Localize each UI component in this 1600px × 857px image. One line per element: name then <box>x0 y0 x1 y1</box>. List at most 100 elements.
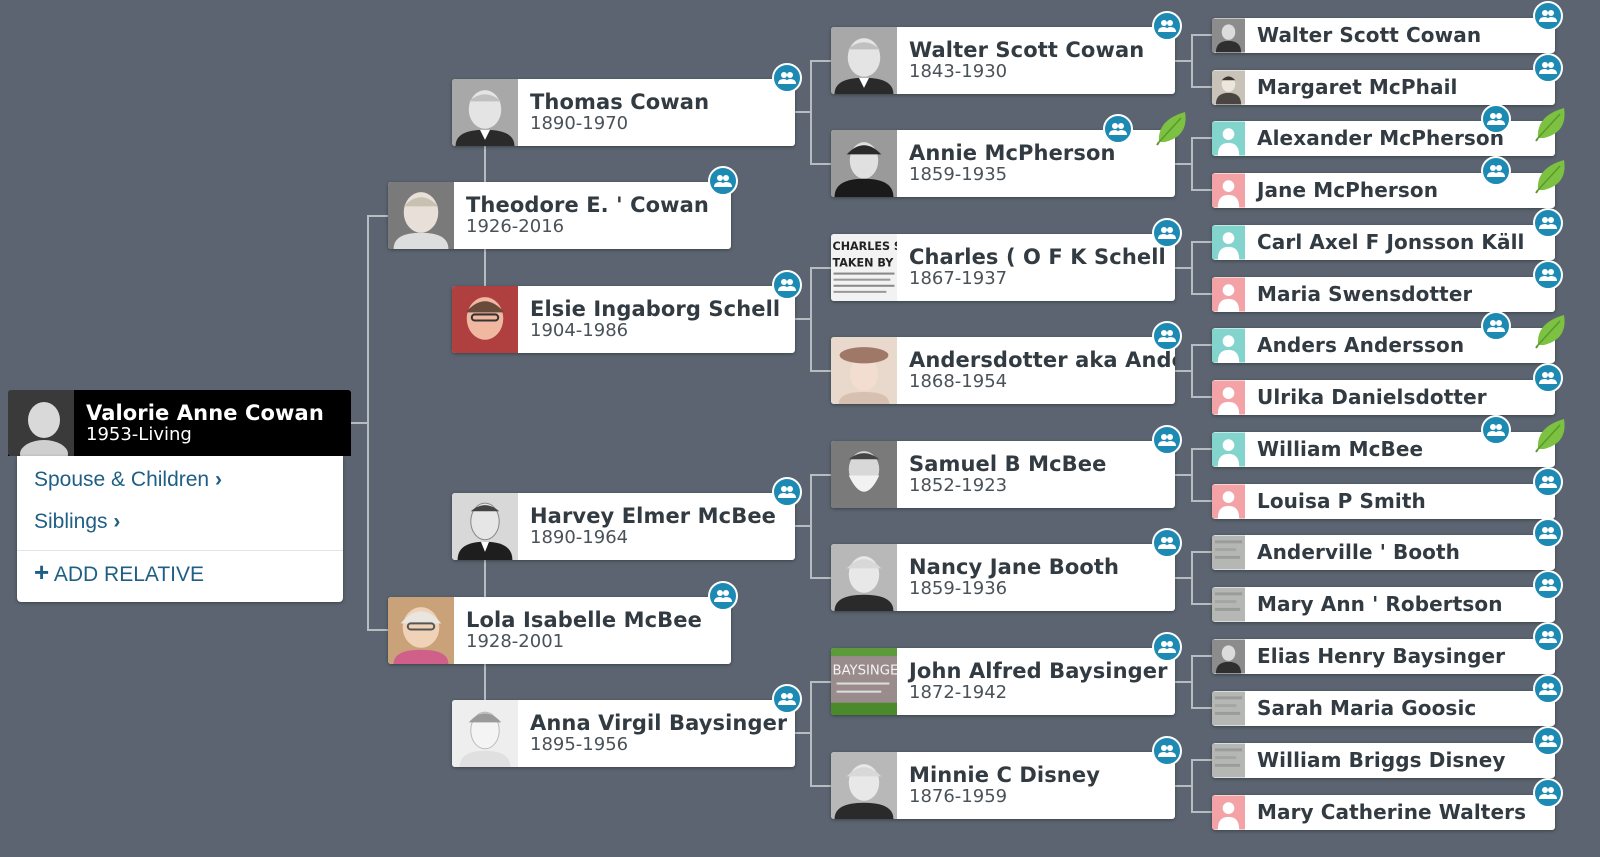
family-group-icon[interactable] <box>1533 674 1563 704</box>
person-dates: 1867-1937 <box>909 268 1008 290</box>
family-group-icon[interactable] <box>1103 114 1133 144</box>
family-group-icon[interactable] <box>1533 622 1563 652</box>
siblings-link[interactable]: Siblings › <box>34 510 120 534</box>
person-dates: 1926-2016 <box>466 216 565 238</box>
root-person-card[interactable]: Valorie Anne Cowan 1953-Living <box>8 390 351 456</box>
family-group-icon[interactable] <box>708 166 738 196</box>
person-name: Anderville ' Booth <box>1257 541 1461 564</box>
leaf-hint-icon[interactable] <box>1534 158 1568 194</box>
family-group-icon[interactable] <box>1152 528 1182 558</box>
svg-text:CHARLES SCHELL: CHARLES SCHELL <box>833 240 897 253</box>
leaf-hint-icon[interactable] <box>1534 417 1568 453</box>
person-name: Elsie Ingaborg Schell <box>530 297 781 322</box>
person-card[interactable]: Margaret McPhail <box>1212 53 1563 105</box>
family-group-icon[interactable] <box>1533 570 1563 600</box>
person-name: Harvey Elmer McBee <box>530 504 777 529</box>
svg-text:TAKEN BY DEATH: TAKEN BY DEATH <box>833 256 897 269</box>
person-card[interactable]: CHARLES SCHELLTAKEN BY DEATHCharles ( O … <box>831 218 1182 301</box>
family-group-icon[interactable] <box>1481 156 1511 186</box>
family-group-icon[interactable] <box>1152 218 1182 248</box>
divider <box>17 550 343 551</box>
person-card[interactable]: Walter Scott Cowan <box>1212 1 1563 53</box>
family-group-icon[interactable] <box>708 581 738 611</box>
family-group-icon[interactable] <box>1152 321 1182 351</box>
leaf-hint-icon[interactable] <box>1534 313 1568 349</box>
person-dates: 1876-1959 <box>909 786 1008 808</box>
person-card[interactable]: Alexander McPherson <box>1212 104 1565 156</box>
female-silhouette-icon <box>1212 173 1245 208</box>
family-group-icon[interactable] <box>1152 632 1182 662</box>
leaf-hint-icon[interactable] <box>1534 106 1568 142</box>
person-card[interactable]: Carl Axel F Jonsson Käll <box>1212 208 1563 260</box>
family-group-icon[interactable] <box>772 270 802 300</box>
person-dates: 1843-1930 <box>909 61 1008 83</box>
person-name: Louisa P Smith <box>1257 490 1426 513</box>
person-card[interactable]: William Briggs Disney <box>1212 726 1563 778</box>
family-group-icon[interactable] <box>1481 311 1511 341</box>
person-name: Maria Swensdotter <box>1257 283 1473 306</box>
family-group-icon[interactable] <box>1533 208 1563 238</box>
person-dates: 1904-1986 <box>530 320 629 342</box>
person-card[interactable]: Maria Swensdotter <box>1212 260 1563 312</box>
family-group-icon[interactable] <box>772 684 802 714</box>
person-card[interactable]: Mary Catherine Walters <box>1212 778 1563 830</box>
male-silhouette-icon <box>1212 432 1245 467</box>
family-group-icon[interactable] <box>1533 726 1563 756</box>
family-group-icon[interactable] <box>1533 467 1563 497</box>
leaf-hint-icon[interactable] <box>1155 110 1189 146</box>
person-card[interactable]: William McBee <box>1212 415 1565 467</box>
family-group-icon[interactable] <box>1533 1 1563 31</box>
person-card[interactable]: Ulrika Danielsdotter <box>1212 363 1563 415</box>
family-group-icon[interactable] <box>772 63 802 93</box>
person-name: Mary Catherine Walters <box>1257 801 1527 824</box>
person-card[interactable]: Louisa P Smith <box>1212 467 1563 519</box>
person-dates: 1859-1935 <box>909 164 1008 186</box>
family-group-icon[interactable] <box>1152 425 1182 455</box>
family-group-icon[interactable] <box>772 477 802 507</box>
svg-text:BAYSINGER: BAYSINGER <box>833 663 897 678</box>
family-group-icon[interactable] <box>1152 11 1182 41</box>
person-card[interactable]: Sarah Maria Goosic <box>1212 674 1563 726</box>
spouse-children-label: Spouse & Children <box>34 468 210 491</box>
add-relative-button[interactable]: + ADD RELATIVE <box>34 559 204 587</box>
person-name: Anders Andersson <box>1257 334 1465 357</box>
person-photo <box>1212 535 1245 570</box>
family-group-icon[interactable] <box>1533 363 1563 393</box>
person-name: Minnie C Disney <box>909 763 1100 788</box>
spouse-children-link[interactable]: Spouse & Children › <box>34 468 222 492</box>
person-photo <box>8 390 74 456</box>
person-card[interactable]: Mary Ann ' Robertson <box>1212 570 1563 622</box>
person-name: Walter Scott Cowan <box>1257 24 1482 47</box>
person-name: Carl Axel F Jonsson Käll <box>1257 231 1525 254</box>
person-card[interactable]: Elias Henry Baysinger <box>1212 622 1563 674</box>
person-card[interactable]: Anders Andersson <box>1212 311 1565 363</box>
person-photo <box>831 752 897 819</box>
family-group-icon[interactable] <box>1481 415 1511 445</box>
person-card[interactable]: Anderville ' Booth <box>1212 518 1563 570</box>
person-dates: 1868-1954 <box>909 371 1008 393</box>
family-group-icon[interactable] <box>1533 53 1563 83</box>
family-group-icon[interactable] <box>1152 736 1182 766</box>
family-group-icon[interactable] <box>1533 518 1563 548</box>
person-dates: 1859-1936 <box>909 578 1008 600</box>
family-group-icon[interactable] <box>1533 778 1563 808</box>
person-photo <box>452 79 518 146</box>
family-group-icon[interactable] <box>1533 260 1563 290</box>
person-card[interactable]: Jane McPherson <box>1212 156 1565 208</box>
person-name: Andersdotter aka Ande <box>909 348 1175 373</box>
family-group-icon[interactable] <box>1481 104 1511 134</box>
person-name: Ulrika Danielsdotter <box>1257 386 1487 409</box>
